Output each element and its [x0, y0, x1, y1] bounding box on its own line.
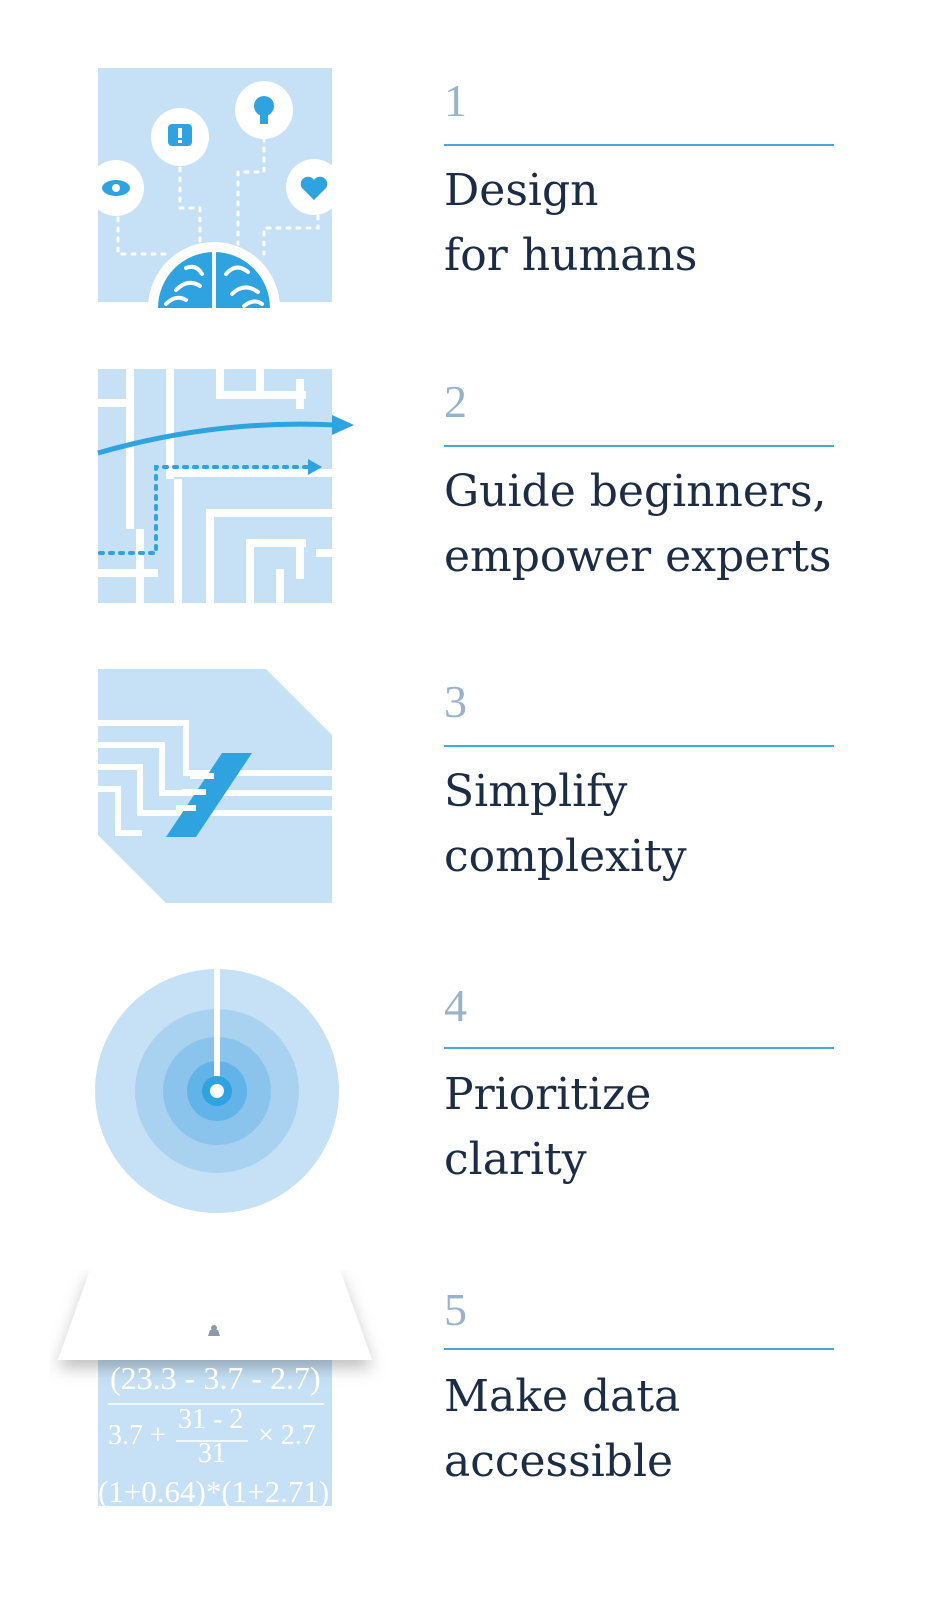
title-line-2: for humans	[444, 230, 698, 281]
principle-title: Prioritize clarity	[444, 1062, 651, 1192]
merge-lines-icon	[98, 669, 332, 903]
title-line-2: empower experts	[444, 531, 832, 582]
brain-icon	[96, 68, 336, 308]
principle-3: 3 Simplify complexity	[0, 669, 952, 969]
divider	[444, 144, 834, 146]
principle-number: 2	[444, 376, 467, 427]
principle-title: Design for humans	[444, 158, 697, 288]
formula-left: 3.7 +	[108, 1420, 166, 1451]
principle-number: 3	[444, 676, 467, 727]
title-line-1: Simplify	[444, 766, 628, 817]
formula-icon	[58, 1270, 372, 1506]
title-line-1: Design	[444, 165, 599, 216]
principle-2: 2 Guide beginners, empower experts	[0, 369, 952, 669]
principle-5: (23.3 - 3.7 - 2.7) 3.7 + 31 - 2 31 × 2.7…	[0, 1270, 952, 1570]
title-line-1: Make data	[444, 1371, 681, 1422]
formula-numerator: (23.3 - 3.7 - 2.7)	[110, 1360, 321, 1396]
title-line-2: accessible	[444, 1436, 674, 1487]
principle-number: 1	[444, 75, 467, 126]
formula-frac-bottom: 31	[198, 1438, 226, 1469]
formula-frac-top: 31 - 2	[178, 1404, 244, 1435]
principle-title: Make data accessible	[444, 1364, 680, 1494]
title-line-2: clarity	[444, 1134, 587, 1185]
title-line-2: complexity	[444, 831, 687, 882]
divider	[444, 745, 834, 747]
principle-title: Simplify complexity	[444, 759, 687, 889]
principle-number: 5	[444, 1284, 467, 1335]
principle-1: 1 Design for humans	[0, 68, 952, 368]
title-line-1: Guide beginners,	[444, 466, 827, 517]
target-icon	[95, 966, 339, 1213]
principle-number: 4	[444, 980, 467, 1031]
formula-right: × 2.7	[258, 1420, 316, 1451]
title-line-1: Prioritize	[444, 1069, 652, 1120]
divider	[444, 1047, 834, 1049]
divider	[444, 1348, 834, 1350]
maze-path-icon	[97, 369, 354, 603]
principle-4: 4 Prioritize clarity	[0, 966, 952, 1266]
formula-bottom: (1+0.64)*(1+2.71)	[98, 1474, 330, 1509]
divider	[444, 445, 834, 447]
principle-title: Guide beginners, empower experts	[444, 459, 832, 589]
